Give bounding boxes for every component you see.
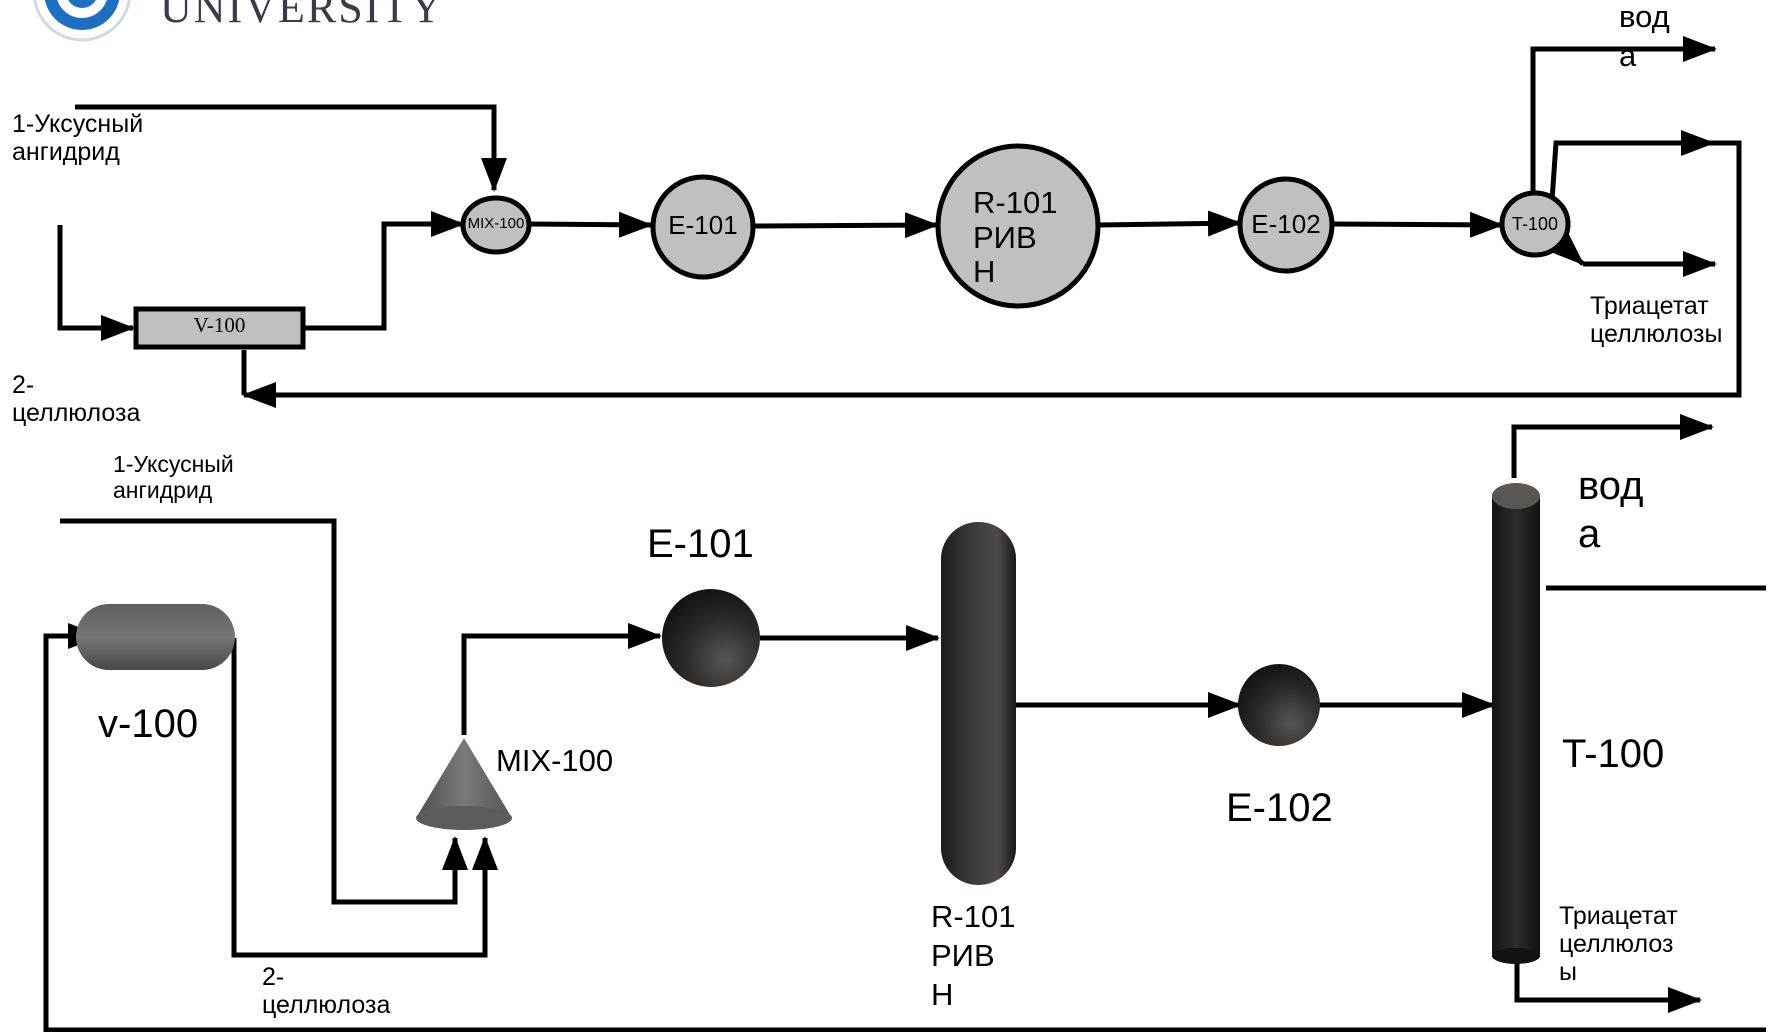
bottom-v100-tank [76,604,235,670]
top-equipment [133,143,1571,350]
bottom-label-mix100: MIX-100 [496,743,614,778]
bottom-r101-column [941,522,1016,885]
bottom-mix100-cone [416,738,512,830]
bottom-stream-water [1511,414,1714,478]
top-stream-v100-mix [303,211,465,331]
bottom-stream-product [1514,960,1702,1013]
top-stream-recycle-out [1548,130,1715,216]
top-label-e101: E-101 [668,210,738,240]
top-stream-r101-e102 [1097,210,1242,237]
top-stream-e101-r101 [753,212,939,239]
bottom-label-anhydride: 1-Уксусный ангидрид [113,451,234,503]
bottom-equipment [76,483,1540,964]
bottom-t100-column [1492,483,1540,964]
bottom-stream-anhydride [60,518,468,905]
top-e102-node [1237,176,1335,274]
bottom-flow-diagram [43,414,1766,1032]
top-mix100-node [460,195,532,255]
bottom-label-r101: R-101 РИВ Н [931,899,1016,1012]
bottom-stream-v100-mix [231,638,498,958]
bottom-e102-sphere [1238,664,1320,746]
bottom-label-e101: E-101 [647,522,754,566]
bottom-stream-recycle-return [43,623,1766,1032]
bottom-label-water: вод а [1578,464,1644,556]
bottom-label-product: Триацетат целлюлоз ы [1559,902,1678,986]
top-e101-node [650,174,756,280]
top-label-cellulose: 2- целлюлоза [12,371,141,427]
top-t100-node [1499,190,1571,258]
top-label-t100: T-100 [1511,214,1559,234]
top-v100-tank [133,306,306,350]
logo-wordmark: UNIVERSITY [160,0,444,32]
top-stream-anhydride [75,104,507,192]
bottom-label-e102: E-102 [1226,786,1333,830]
university-logo [33,0,131,42]
top-stream-mix-e101 [529,211,653,238]
top-label-product: Триацетат целлюлозы [1590,292,1723,348]
top-stream-e102-t100 [1331,211,1504,238]
bottom-stream-mix-e101 [461,623,662,735]
top-label-r101: R-101 РИВ Н [973,185,1058,290]
top-stream-product-stub [1550,232,1585,266]
top-label-v100: V-100 [193,313,246,337]
top-label-water: вод а [1619,0,1670,73]
top-label-mix100: MIX-100 [467,215,525,232]
top-stream-water [1530,36,1717,205]
bottom-label-cellulose: 2- целлюлоза [262,963,391,1019]
top-stream-recycle-return [242,140,1742,408]
top-r101-node [935,143,1101,309]
bottom-label-t100: T-100 [1562,732,1665,776]
bottom-label-v100: v-100 [98,702,199,746]
top-stream-cellulose [57,225,135,341]
top-label-e102: E-102 [1251,209,1321,239]
top-flow-diagram [57,36,1742,408]
top-label-anhydride: 1-Уксусный ангидрид [12,110,144,166]
bottom-e101-sphere [662,589,760,687]
